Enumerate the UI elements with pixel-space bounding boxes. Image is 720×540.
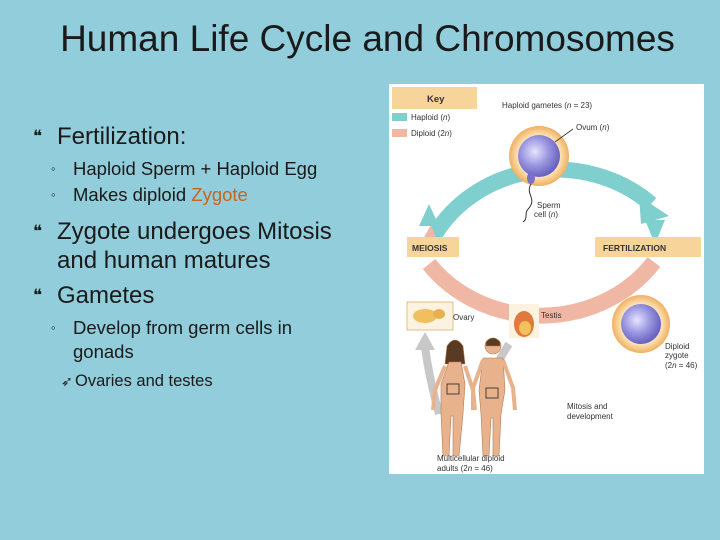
adults-label-2: adults (2n = 46) (437, 464, 493, 473)
diploid-arc (422, 257, 661, 324)
bullet-gametes: ❝ Gametes (33, 281, 378, 310)
bullet-list: ❝ Fertilization: ◦ Haploid Sperm + Haplo… (33, 122, 378, 392)
bullet-zygote-mitosis: ❝ Zygote undergoes Mitosis and human mat… (33, 217, 378, 275)
ovum-cell-icon (518, 135, 560, 177)
mitosis-label-1: Mitosis and (567, 402, 607, 411)
haploid-gametes-label: Haploid gametes (n = 23) (502, 101, 592, 110)
ovum-label: Ovum (n) (576, 123, 610, 132)
sub-bullet-germ-cells: ◦ Develop from germ cells in gonads (33, 316, 378, 364)
haploid-arrowhead-icon (639, 196, 669, 224)
sub-bullet-text: Haploid Sperm + Haploid Egg (73, 158, 318, 179)
sub-bullet-text: Makes diploid (73, 184, 187, 205)
key-haploid-swatch (392, 113, 407, 121)
sperm-label-line1: Sperm (537, 201, 561, 210)
female-figure-icon (431, 339, 477, 457)
circle-bullet-icon: ◦ (51, 161, 56, 176)
sperm-cell-icon (527, 172, 535, 184)
diploid-zygote-label-1: Diploid (665, 342, 689, 351)
male-figure-icon (471, 337, 517, 457)
key-diploid-label: Diploid (2n) (411, 129, 452, 138)
key-diploid-swatch (392, 129, 407, 137)
bullet-text: Fertilization: (57, 123, 187, 150)
sperm-label-line2: cell (n) (534, 210, 558, 219)
life-cycle-diagram: Key Haploid (n) Diploid (2n) Haploid gam… (389, 84, 704, 474)
bullet-marker-icon: ❝ (33, 127, 43, 146)
zygote-highlight: Zygote (191, 184, 248, 205)
diploid-zygote-label-3: (2n = 46) (665, 361, 698, 370)
meiosis-box (407, 237, 459, 257)
ovary-label: Ovary (453, 313, 474, 322)
sub-bullet-text-cont: gonads (73, 341, 134, 362)
bullet-text: Gametes (57, 282, 155, 309)
bullet-text-cont: and human matures (57, 247, 271, 274)
fertilization-box (595, 237, 701, 257)
meiosis-arrowhead-icon (419, 204, 439, 226)
diploid-zygote-label-2: zygote (665, 351, 689, 360)
slide-title: Human Life Cycle and Chromosomes (60, 18, 675, 59)
circle-bullet-icon: ◦ (51, 187, 56, 202)
adults-label-1: Multicellular diploid (437, 454, 505, 463)
fert-arrowhead-icon (645, 220, 665, 244)
key-header (392, 87, 477, 109)
sperm-tail (522, 183, 533, 223)
key-title: Key (427, 94, 445, 105)
ovum-pointer (554, 128, 574, 143)
life-cycle-svg: Key Haploid (n) Diploid (2n) Haploid gam… (392, 87, 701, 473)
fertilization-label: FERTILIZATION (603, 243, 666, 253)
testis-inner-icon (519, 321, 531, 335)
mitosis-label-2: development (567, 412, 614, 421)
zygote-cell-icon (621, 304, 661, 344)
ovary-icon (413, 309, 437, 323)
sub-sub-bullet-ovaries: ➶ Ovaries and testes (33, 370, 378, 392)
ovary-tube-icon (433, 309, 445, 319)
bullet-text: Zygote undergoes Mitosis (57, 218, 332, 245)
sub-bullet-haploid-sperm-egg: ◦ Haploid Sperm + Haploid Egg (33, 157, 378, 181)
key-haploid-label: Haploid (n) (411, 113, 450, 122)
bullet-marker-icon: ❝ (33, 286, 43, 305)
arrow-bullet-icon: ➶ (61, 373, 73, 389)
meiosis-label: MEIOSIS (412, 243, 448, 253)
female-arrow (421, 345, 443, 416)
sub-sub-bullet-text: Ovaries and testes (75, 372, 213, 390)
bullet-fertilization: ❝ Fertilization: (33, 122, 378, 151)
circle-bullet-icon: ◦ (51, 320, 56, 335)
testis-label: Testis (541, 311, 561, 320)
sub-bullet-text: Develop from germ cells in (73, 317, 292, 338)
bullet-marker-icon: ❝ (33, 222, 43, 241)
female-arrowhead-icon (415, 332, 435, 350)
sub-bullet-makes-zygote: ◦ Makes diploid Zygote (33, 183, 378, 207)
